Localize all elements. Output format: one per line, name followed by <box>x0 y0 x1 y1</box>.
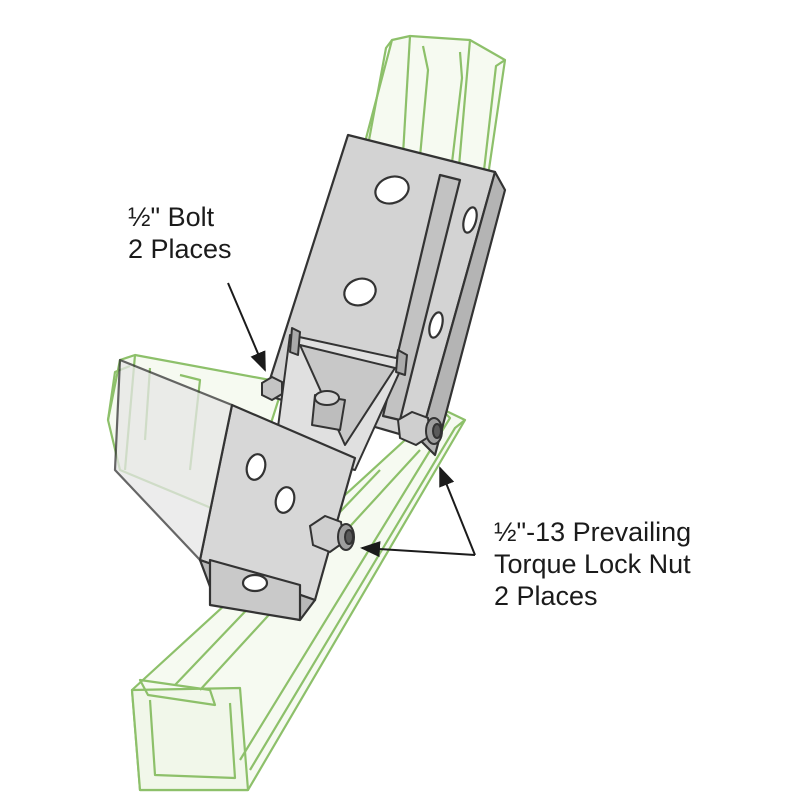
bolt-leader-line <box>227 282 266 372</box>
hex-lock-nut-icon <box>308 410 443 554</box>
nut-leader-line-lower <box>360 541 476 558</box>
nut-leader-line-upper <box>439 466 476 556</box>
hex-bolt-icon <box>261 375 283 402</box>
leader-lines <box>227 282 476 558</box>
bolt-callout-line1: ½" Bolt <box>128 202 215 232</box>
bolt-callout-line2: 2 Places <box>128 234 232 264</box>
nut-callout: ½"-13 Prevailing Torque Lock Nut 2 Place… <box>494 516 691 612</box>
fitting-center-gusset <box>274 327 408 471</box>
nut-callout-line3: 2 Places <box>494 581 598 611</box>
fitting-lower-plate <box>113 358 357 622</box>
bolt-callout: ½" Bolt 2 Places <box>128 201 232 265</box>
nut-callout-line1: ½"-13 Prevailing <box>494 517 692 547</box>
nut-callout-line2: Torque Lock Nut <box>494 549 691 579</box>
